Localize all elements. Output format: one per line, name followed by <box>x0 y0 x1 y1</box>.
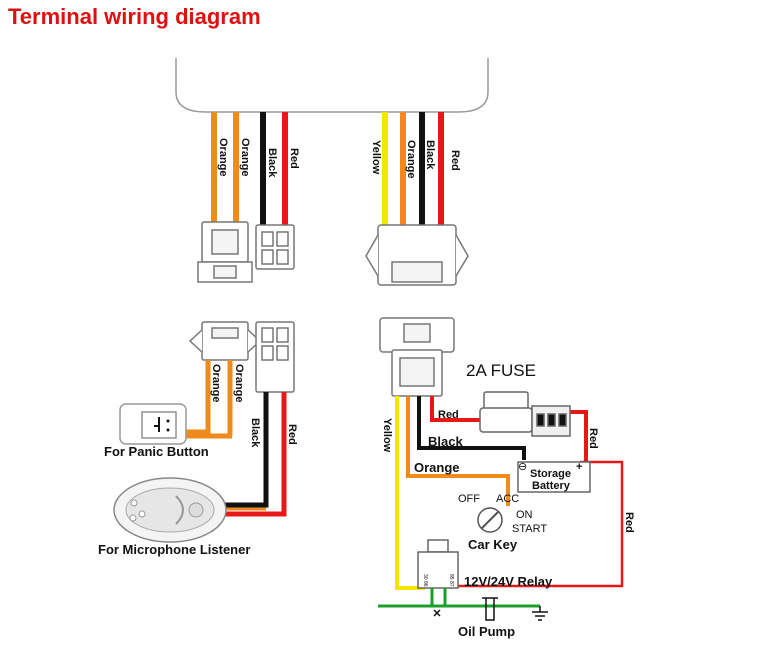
wire-red-batt <box>570 410 588 466</box>
label-relay-pins-right: 85 87 <box>448 574 454 587</box>
car-key-icon <box>477 507 503 533</box>
connector-top-left-female <box>197 221 253 283</box>
label-panic-orange-1: Orange <box>210 364 222 403</box>
label-microphone: For Microphone Listener <box>98 542 250 557</box>
fuse-icon <box>479 391 571 437</box>
wire-red-right <box>458 460 624 588</box>
top-left-wires <box>211 112 288 225</box>
wire-yellow-main <box>395 396 425 590</box>
label-battery-line2: Battery <box>532 480 571 492</box>
label-panic-button: For Panic Button <box>104 444 209 459</box>
label-relay: 12V/24V Relay <box>464 574 553 589</box>
panic-wires <box>185 360 233 439</box>
wire-mic-black <box>222 392 269 508</box>
label-panic-orange-2: Orange <box>233 364 245 403</box>
label-oil-pump: Oil Pump <box>458 624 515 639</box>
label-battery-line1: Storage <box>530 468 571 480</box>
label-key-acc: ACC <box>496 493 519 505</box>
label-red-batt: Red <box>587 428 599 449</box>
wire-red-fuse <box>430 396 480 422</box>
label-relay-pins-left: 30 86 <box>422 574 428 587</box>
label-orange-1: Orange <box>217 138 229 177</box>
microphone-icon <box>113 477 227 543</box>
oil-pump-icon <box>433 597 498 621</box>
top-right-wires <box>382 112 444 225</box>
label-yellow-v: Yellow <box>381 418 393 453</box>
label-red-right: Red <box>623 512 635 533</box>
label-key-start: START <box>512 523 547 535</box>
label-red-fuse: Red <box>438 409 459 421</box>
label-orange-h: Orange <box>414 460 460 475</box>
battery-plus: + <box>576 461 582 473</box>
connector-mic-mate <box>255 321 295 393</box>
ground-line <box>378 588 540 608</box>
label-orange-3: Orange <box>405 140 417 179</box>
connector-panic-mate <box>188 321 262 361</box>
label-red-2: Red <box>449 150 461 171</box>
label-fuse: 2A FUSE <box>466 361 536 380</box>
panic-button <box>119 403 187 445</box>
connector-top-left-male <box>255 224 295 270</box>
label-car-key: Car Key <box>468 537 518 552</box>
battery-minus: ⊖ <box>518 461 527 473</box>
connector-right-mate <box>379 317 455 397</box>
label-yellow-1: Yellow <box>370 140 382 175</box>
label-key-off: OFF <box>458 493 480 505</box>
wire-black-batt <box>417 396 526 460</box>
relay-icon <box>417 539 459 589</box>
label-key-on: ON <box>516 509 533 521</box>
wire-mic-red <box>222 392 287 517</box>
label-mic-black: Black <box>249 418 261 448</box>
wire-panic-orange-1 <box>185 360 211 435</box>
label-black-2: Black <box>424 140 436 170</box>
device-housing <box>175 58 489 113</box>
label-red-1: Red <box>288 148 300 169</box>
ground-symbol-icon <box>532 606 548 621</box>
mic-wires <box>222 392 287 517</box>
label-black-h: Black <box>428 434 463 449</box>
label-orange-2: Orange <box>239 138 251 177</box>
page-title: Terminal wiring diagram <box>8 4 261 29</box>
storage-battery <box>517 461 591 493</box>
wire-orange-acc <box>406 396 510 506</box>
label-black-1: Black <box>266 148 278 178</box>
label-mic-red: Red <box>286 424 298 445</box>
connector-top-right <box>365 224 469 286</box>
